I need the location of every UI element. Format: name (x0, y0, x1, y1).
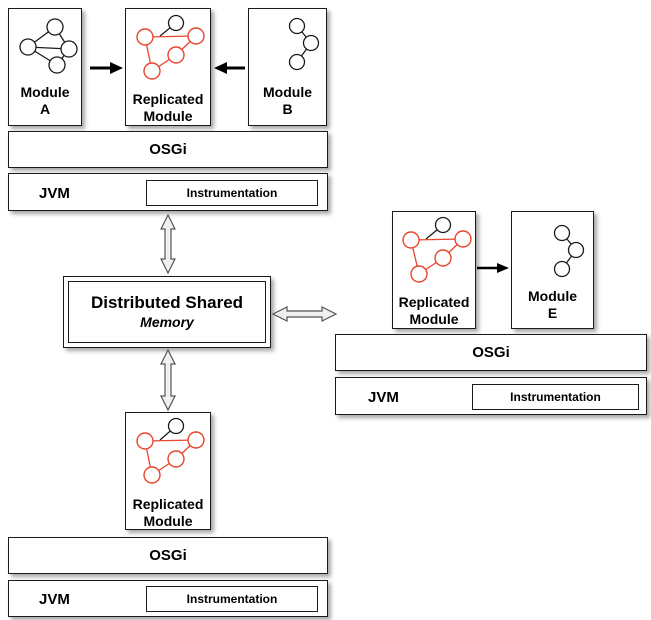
module-e-graph-icon (553, 224, 585, 278)
arrow-module-a-to-replicated (90, 62, 123, 74)
replicated-module-3-label: Replicated Module (132, 496, 204, 529)
jvm-bar-2: JVM Instrumentation (335, 377, 647, 415)
replicated-graph-icon (136, 14, 205, 80)
jvm-bar-3: JVM Instrumentation (8, 580, 328, 617)
module-a-box[interactable]: Module A (8, 8, 82, 126)
module-a-label: Module A (20, 84, 70, 117)
osgi-bar-3: OSGi (8, 537, 328, 574)
arrow-module-b-to-replicated (214, 62, 245, 74)
replicated-graph-icon (136, 417, 205, 484)
module-b-graph-icon (288, 17, 320, 71)
replicated-module-2-label: Replicated Module (398, 294, 470, 327)
module-b-box[interactable]: Module B (248, 8, 327, 126)
instrumentation-label: Instrumentation (186, 186, 278, 200)
osgi-bar-1: OSGi (8, 131, 328, 168)
instrumentation-label: Instrumentation (186, 592, 278, 606)
replicated-module-1-label: Replicated Module (132, 91, 204, 124)
jvm-label: JVM (368, 389, 399, 406)
distributed-shared-memory-box[interactable]: Distributed Shared Memory (63, 276, 271, 348)
osgi-label: OSGi (149, 547, 187, 564)
dsm-subtitle: Memory (140, 314, 194, 330)
replicated-module-2-box[interactable]: Replicated Module (392, 211, 476, 329)
module-b-label: Module B (263, 84, 312, 117)
instrumentation-box-3: Instrumentation (146, 586, 318, 612)
jvm-label: JVM (39, 591, 70, 608)
module-e-box[interactable]: Module E (511, 211, 594, 329)
dsm-title: Distributed Shared (90, 293, 244, 312)
module-a-graph-icon (19, 18, 78, 74)
arrow-replicated-to-module-e (477, 263, 509, 273)
instrumentation-label: Instrumentation (510, 390, 601, 404)
replicated-module-3-box[interactable]: Replicated Module (125, 412, 211, 530)
osgi-bar-2: OSGi (335, 334, 647, 371)
jvm-bar-1: JVM Instrumentation (8, 173, 328, 211)
instrumentation-box-1: Instrumentation (146, 180, 318, 206)
replicated-graph-icon (402, 216, 472, 283)
osgi-label: OSGi (472, 344, 510, 361)
jvm-label: JVM (39, 185, 70, 202)
double-arrow-jvm1-dsm (160, 213, 176, 275)
module-e-label: Module E (528, 288, 577, 321)
double-arrow-dsm-replicated3 (160, 348, 176, 412)
double-arrow-dsm-node2 (271, 306, 338, 322)
replicated-module-1-box[interactable]: Replicated Module (125, 8, 211, 126)
osgi-label: OSGi (149, 141, 187, 158)
instrumentation-box-2: Instrumentation (472, 384, 639, 410)
